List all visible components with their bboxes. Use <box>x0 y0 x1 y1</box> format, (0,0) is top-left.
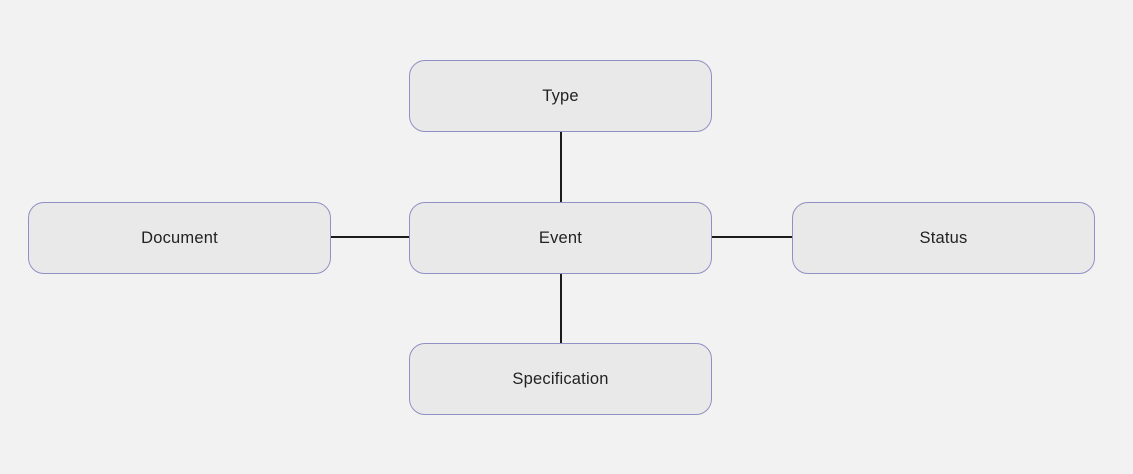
node-event-label: Event <box>538 228 583 247</box>
node-status-label: Status <box>919 228 968 247</box>
node-specification[interactable]: Specification <box>409 343 712 415</box>
edge-event-type <box>560 132 562 202</box>
node-document[interactable]: Document <box>28 202 331 274</box>
node-type-label: Type <box>542 86 579 105</box>
node-status[interactable]: Status <box>792 202 1095 274</box>
edge-event-specification <box>560 274 562 343</box>
edge-document-event <box>331 236 409 238</box>
node-specification-label: Specification <box>512 369 609 388</box>
node-event[interactable]: Event <box>409 202 712 274</box>
edge-event-status <box>712 236 792 238</box>
node-document-label: Document <box>141 228 218 247</box>
node-type[interactable]: Type <box>409 60 712 132</box>
